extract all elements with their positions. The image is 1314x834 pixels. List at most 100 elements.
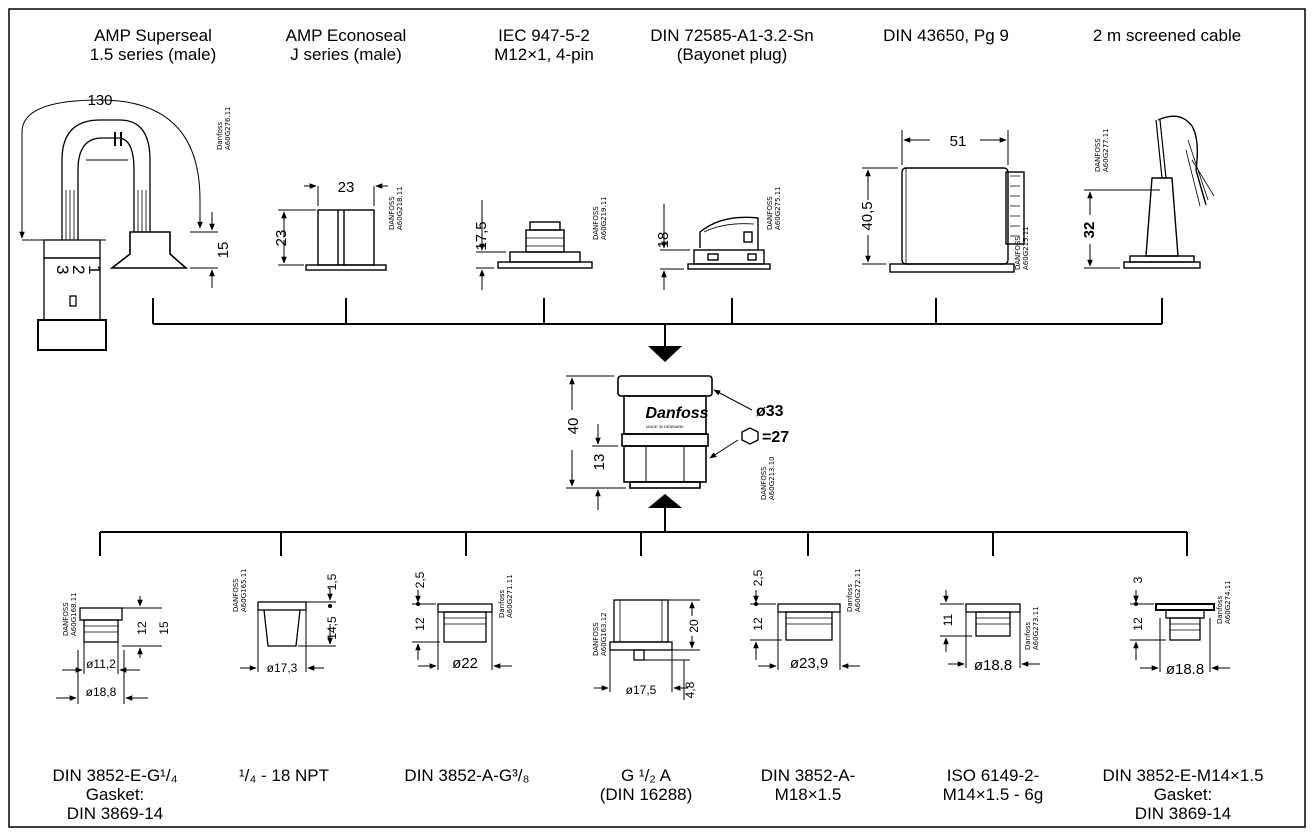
port-2-code: A60G165.11 [240,568,248,612]
port-2-dim-14-5: 14,5 [325,616,339,640]
iec-m12-drawing [476,200,593,290]
port-din3852-a-g38-drawing [412,590,512,670]
center-brand: DANFOSS [760,466,768,500]
top-connector-bus [152,298,1163,346]
port-1-dim-inner: ø11,2 [86,657,116,671]
port-iso6149-drawing [940,590,1040,668]
screened-cable-drawing [1084,115,1215,269]
port-3-dot [416,602,420,606]
port-4-dim-4-8: 4,8 [683,681,697,698]
port-6-brand: Danfoss [1024,621,1032,650]
din-43650-dim-width: 51 [950,133,967,150]
port-3-code: A60G271.11 [506,574,514,618]
connector-title-din-43650: DIN 43650, Pg 9 [883,26,1009,45]
din-43650-code: A60G215.11 [1022,226,1030,270]
port-7-dim-dia: ø18.8 [1166,661,1204,678]
amp-superseal-dim-15: 15 [215,242,232,259]
connector-title-amp-econoseal: AMP Econoseal J series (male) [285,26,407,64]
port-title-din3852-a-m18: DIN 3852-A- M18×1.5 [760,766,856,804]
amp-econoseal-drawing [278,183,388,271]
din-72585-dim: 18 [655,232,672,249]
port-g12a-drawing [594,599,700,700]
pin-2-label: 2 [69,265,88,274]
center-dim-diameter: ø33 [756,403,784,420]
din-72585-code: A60G275.11 [774,186,782,230]
port-7-brand: Danfoss [1216,595,1224,624]
connector-title-din-72585: DIN 72585-A1-3.2-Sn (Bayonet plug) [650,26,814,64]
port-title-npt: ¹/₄ - 18 NPT [238,766,330,785]
iec-m12-dim: 17,5 [473,221,490,250]
amp-econoseal-brand: DANFOSS [388,196,396,230]
din-43650-brand: DANFOSS [1014,236,1022,270]
port-1-dim-15: 15 [157,621,171,635]
port-2-dim-1-5: 1,5 [325,573,339,590]
port-3-dim-12: 12 [413,617,427,631]
port-2-dot [328,604,332,608]
port-4-code: A60G163.12 [600,612,608,656]
pin-3-label: 3 [53,265,72,274]
port-7-dot [1134,602,1138,606]
port-din3852-e-g14-drawing [56,596,162,704]
port-2-brand: DANFOSS [232,578,240,612]
port-3-dim-dia: ø22 [452,655,478,672]
center-logo: Danfoss [645,405,708,422]
port-title-iso6149: ISO 6149-2- M14×1.5 - 6g [942,766,1044,804]
center-dim-13: 13 [591,454,608,471]
down-arrow-icon [648,346,682,362]
connector-title-cable: 2 m screened cable [1092,26,1242,45]
pin-1-label: 1 [85,265,104,274]
port-npt-drawing [240,588,336,672]
port-5-code: A60G272.11 [854,568,862,612]
port-7-dim-3: 3 [1131,576,1145,583]
amp-econoseal-dim-width: 23 [338,179,355,196]
port-title-g12a: G ¹/₂ A (DIN 16288) [599,766,693,804]
up-arrow-icon [648,494,682,508]
iec-m12-brand: DANFOSS [592,206,600,240]
port-4-dim-dia: ø17,5 [626,683,657,697]
port-1-dim-12: 12 [135,621,149,635]
amp-econoseal-code: A60G218.11 [396,186,404,230]
center-made-in: MADE IN DENMARK [646,424,684,429]
screened-cable-dim: 32 [1081,222,1098,239]
port-1-dim-outer: ø18,8 [86,685,117,699]
pressure-transmitter-drawing [566,375,753,510]
screened-cable-brand: DANFOSS [1094,138,1102,172]
port-7-code: A60G274.11 [1224,580,1232,624]
port-din3852-e-m14-drawing [1130,590,1230,672]
port-3-brand: Danfoss [498,589,506,618]
port-1-brand: DANFOSS [62,602,70,636]
port-title-din3852-e-g14: DIN 3852-E-G¹/₄ Gasket: DIN 3869-14 [52,766,178,823]
hexagon-icon [741,427,759,445]
port-7-dim-12: 12 [1131,617,1145,631]
center-code: A60G213.10 [768,456,776,500]
port-2-dim-dia: ø17,3 [267,661,298,675]
frame-border [8,8,1306,828]
amp-superseal-brand: Danfoss [216,121,224,150]
bottom-port-bus [99,508,1188,556]
connector-title-amp-superseal: AMP Superseal 1.5 series (male) [89,26,217,64]
port-6-code: A60G273.11 [1032,606,1040,650]
screened-cable-code: A60G277.11 [1102,128,1110,172]
port-title-din3852-e-m14: DIN 3852-E-M14×1.5 Gasket: DIN 3869-14 [1102,766,1264,823]
port-4-brand: DANFOSS [592,622,600,656]
iec-m12-code: A60G219.11 [600,196,608,240]
din-43650-dim-height: 40,5 [859,201,876,230]
din-43650-drawing [862,130,1025,273]
amp-superseal-drawing [19,99,218,351]
din-72585-drawing [660,204,771,290]
amp-superseal-code: A60G276.11 [224,106,232,150]
port-5-brand: Danfoss [846,583,854,612]
connector-title-iec: IEC 947-5-2 M12×1, 4-pin [494,26,594,64]
center-dim-hex: =27 [762,429,789,446]
port-din3852-a-m18-drawing [750,590,860,670]
port-1-code: A60G168.11 [70,592,78,636]
amp-superseal-dim-130: 130 [87,92,112,109]
center-dim-40: 40 [565,418,582,435]
din-72585-brand: DANFOSS [766,196,774,230]
port-3-dim-2-5: 2,5 [413,571,427,588]
port-5-dim-2-5: 2,5 [751,569,765,586]
port-6-dim-dia: ø18.8 [974,657,1012,674]
port-title-din3852-a-g38: DIN 3852-A-G³/₈ [404,766,530,785]
port-4-dim-20: 20 [687,619,701,633]
